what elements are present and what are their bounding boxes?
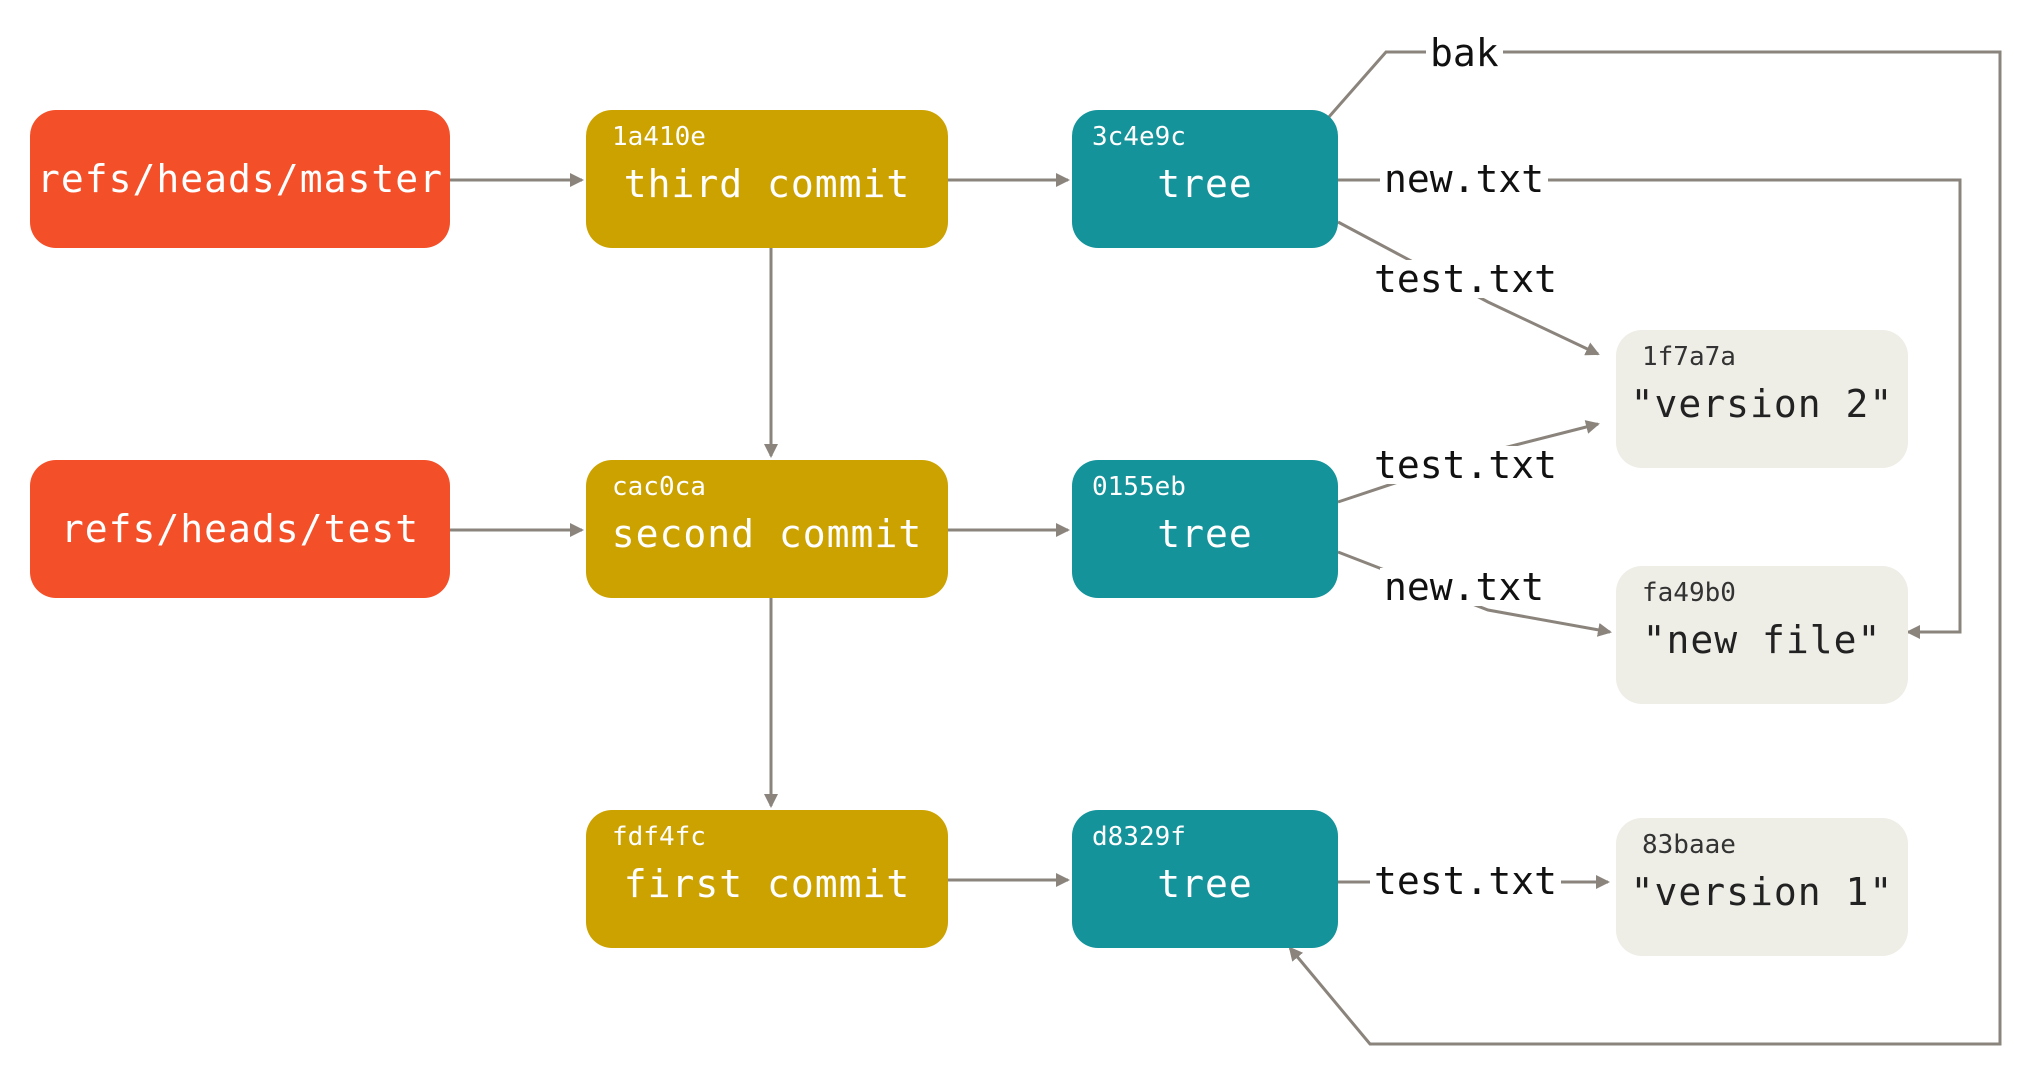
commit-second-label: second commit	[611, 512, 923, 556]
tree-3c4e9c-label: tree	[1157, 162, 1253, 206]
arrow-tree1-testtxt-to-v2	[1337, 220, 1600, 356]
blob-1f7a7a[interactable]: 1f7a7a "version 2"	[1616, 330, 1908, 468]
blob-1f7a7a-hash: 1f7a7a	[1642, 342, 1736, 372]
tree-d8329f-hash: d8329f	[1092, 822, 1186, 852]
commit-third[interactable]: 1a410e third commit	[586, 110, 948, 248]
edge-label-tree1-new: new.txt	[1380, 160, 1549, 198]
commit-third-label: third commit	[623, 162, 911, 206]
tree-3c4e9c-hash: 3c4e9c	[1092, 122, 1186, 152]
blob-83baae-label: "version 1"	[1630, 870, 1894, 914]
blob-fa49b0-hash: fa49b0	[1642, 578, 1736, 608]
tree-d8329f[interactable]: d8329f tree	[1072, 810, 1338, 948]
blob-fa49b0[interactable]: fa49b0 "new file"	[1616, 566, 1908, 704]
tree-0155eb-hash: 0155eb	[1092, 472, 1186, 502]
commit-first[interactable]: fdf4fc first commit	[586, 810, 948, 948]
edge-label-bak: bak	[1426, 34, 1503, 72]
blob-83baae[interactable]: 83baae "version 1"	[1616, 818, 1908, 956]
tree-0155eb[interactable]: 0155eb tree	[1072, 460, 1338, 598]
blob-1f7a7a-label: "version 2"	[1630, 382, 1894, 426]
tree-3c4e9c[interactable]: 3c4e9c tree	[1072, 110, 1338, 248]
ref-master-label: refs/heads/master	[37, 157, 443, 201]
blob-83baae-hash: 83baae	[1642, 830, 1736, 860]
arrow-tree1-newtxt-to-newfile	[1338, 178, 1962, 639]
commit-third-hash: 1a410e	[612, 122, 706, 152]
ref-test-label: refs/heads/test	[60, 507, 420, 551]
commit-first-hash: fdf4fc	[612, 822, 706, 852]
edge-label-tree2-test: test.txt	[1370, 446, 1562, 484]
tree-d8329f-label: tree	[1157, 862, 1253, 906]
blob-fa49b0-label: "new file"	[1642, 618, 1882, 662]
edge-label-tree1-test: test.txt	[1370, 260, 1562, 298]
commit-second-hash: cac0ca	[612, 472, 706, 502]
edge-label-tree3-test: test.txt	[1370, 862, 1562, 900]
ref-master[interactable]: refs/heads/master	[30, 110, 450, 248]
arrow-tree1-bak-to-tree3	[1288, 50, 2002, 1046]
edge-label-tree2-new: new.txt	[1380, 568, 1549, 606]
tree-0155eb-label: tree	[1157, 512, 1253, 556]
commit-second[interactable]: cac0ca second commit	[586, 460, 948, 598]
commit-first-label: first commit	[623, 862, 911, 906]
ref-test[interactable]: refs/heads/test	[30, 460, 450, 598]
